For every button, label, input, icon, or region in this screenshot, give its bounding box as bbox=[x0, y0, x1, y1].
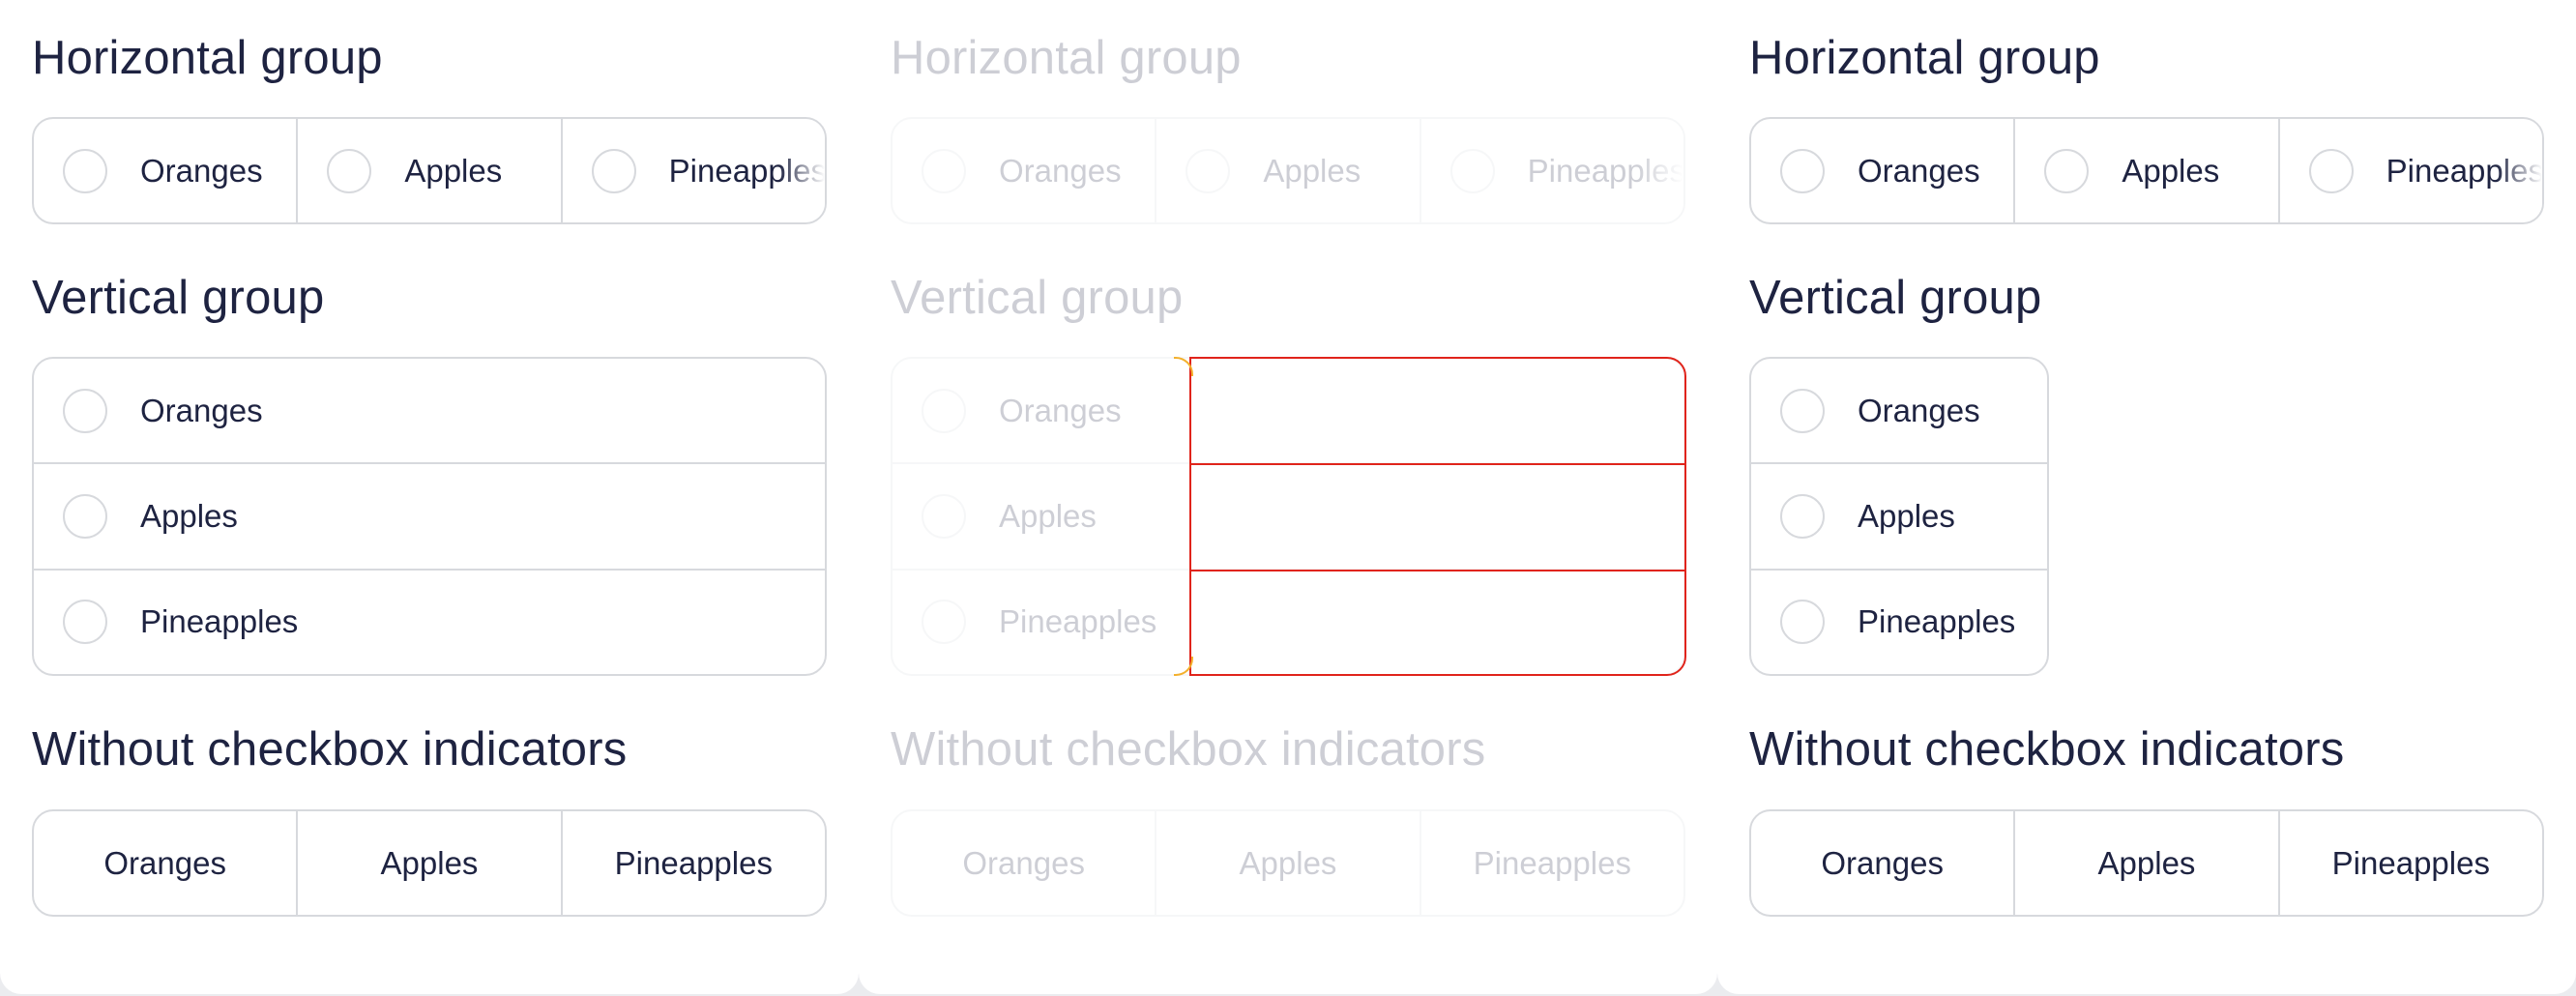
option-label: Apples bbox=[140, 497, 238, 534]
panel-default: Horizontal group Oranges Apples Pineappl… bbox=[0, 0, 859, 994]
radio-option-pineapples[interactable]: Pineapples bbox=[2277, 811, 2542, 915]
radio-circle-icon bbox=[63, 600, 107, 645]
without-indicators-heading: Without checkbox indicators bbox=[1749, 723, 2345, 776]
option-label: Apples bbox=[999, 497, 1097, 534]
radio-option-oranges[interactable]: Oranges bbox=[1751, 359, 2047, 462]
radio-circle-icon bbox=[1780, 493, 1825, 539]
option-label: Oranges bbox=[1858, 392, 1980, 428]
highlight-row-divider bbox=[1191, 463, 1684, 465]
radio-option-pineapples[interactable]: Pineapples bbox=[1751, 568, 2047, 674]
radio-option-oranges: Oranges bbox=[893, 359, 1683, 462]
radio-option-pineapples: Pineapples bbox=[1419, 811, 1683, 915]
radio-circle-icon bbox=[922, 600, 966, 645]
horizontal-group-heading: Horizontal group bbox=[891, 32, 1242, 84]
vertical-radio-group: Oranges Apples Pineapples bbox=[32, 357, 827, 676]
option-label: Oranges bbox=[999, 152, 1122, 189]
option-label: Pineapples bbox=[614, 844, 773, 881]
radio-option-pineapples: Pineapples bbox=[893, 568, 1683, 674]
vertical-group-heading: Vertical group bbox=[891, 272, 1184, 324]
option-label: Pineapples bbox=[2331, 844, 2490, 881]
option-label: Pineapples bbox=[1473, 844, 1631, 881]
text-fade bbox=[777, 119, 825, 222]
vertical-radio-group: Oranges Apples Pineapples bbox=[891, 357, 1685, 676]
vertical-radio-group: Oranges Apples Pineapples bbox=[1749, 357, 2049, 676]
option-label: Oranges bbox=[140, 152, 263, 189]
panel-compact: Horizontal group Oranges Apples Pineappl… bbox=[1717, 0, 2576, 994]
radio-option-apples[interactable]: Apples bbox=[34, 462, 825, 568]
option-label: Pineapples bbox=[999, 603, 1157, 640]
radio-circle-icon bbox=[1780, 148, 1825, 193]
without-indicators-heading: Without checkbox indicators bbox=[891, 723, 1486, 776]
radio-option-oranges[interactable]: Oranges bbox=[34, 119, 296, 222]
radio-option-oranges[interactable]: Oranges bbox=[34, 811, 296, 915]
radio-option-oranges: Oranges bbox=[893, 811, 1155, 915]
radio-option-pineapples[interactable]: Pineapples bbox=[560, 811, 825, 915]
radio-option-apples[interactable]: Apples bbox=[296, 119, 560, 222]
highlight-corner bbox=[1174, 357, 1193, 376]
radio-option-pineapples[interactable]: Pineapples bbox=[2277, 119, 2542, 222]
text-fade bbox=[1636, 119, 1683, 222]
no-indicator-radio-group: Oranges Apples Pineapples bbox=[891, 809, 1685, 917]
horizontal-radio-group: Oranges Apples Pineapples bbox=[1749, 117, 2544, 224]
radio-option-oranges[interactable]: Oranges bbox=[1751, 811, 2013, 915]
option-label: Apples bbox=[2097, 844, 2196, 881]
radio-option-apples: Apples bbox=[1155, 811, 1419, 915]
radio-circle-icon bbox=[63, 148, 107, 193]
option-label: Oranges bbox=[103, 844, 226, 881]
highlight-row-divider bbox=[1191, 570, 1684, 571]
highlight-corner bbox=[1174, 657, 1193, 676]
horizontal-radio-group: Oranges Apples Pineapples bbox=[32, 117, 827, 224]
option-label: Oranges bbox=[1821, 844, 1944, 881]
option-label: Pineapples bbox=[1527, 152, 1683, 189]
radio-circle-icon bbox=[1780, 600, 1825, 645]
text-fade bbox=[2495, 119, 2542, 222]
radio-circle-icon bbox=[2308, 148, 2354, 193]
radio-circle-icon bbox=[1449, 148, 1495, 193]
overflow-highlight-outline bbox=[1174, 357, 1686, 676]
radio-option-apples[interactable]: Apples bbox=[296, 811, 560, 915]
radio-circle-icon bbox=[2044, 148, 2090, 193]
radio-option-oranges[interactable]: Oranges bbox=[34, 359, 825, 462]
option-label: Apples bbox=[1858, 497, 1955, 534]
vertical-group-heading: Vertical group bbox=[1749, 272, 2042, 324]
radio-option-pineapples[interactable]: Pineapples bbox=[560, 119, 825, 222]
option-label: Oranges bbox=[999, 392, 1122, 428]
option-label: Pineapples bbox=[1858, 603, 2016, 640]
radio-option-apples[interactable]: Apples bbox=[2013, 811, 2277, 915]
vertical-group-heading: Vertical group bbox=[32, 272, 325, 324]
radio-circle-icon bbox=[1780, 388, 1825, 433]
radio-circle-icon bbox=[63, 493, 107, 539]
radio-option-pineapples: Pineapples bbox=[1419, 119, 1683, 222]
radio-circle-icon bbox=[922, 493, 966, 539]
radio-circle-icon bbox=[1186, 148, 1231, 193]
radio-circle-icon bbox=[591, 148, 636, 193]
horizontal-group-heading: Horizontal group bbox=[1749, 32, 2100, 84]
radio-option-oranges: Oranges bbox=[893, 119, 1155, 222]
radio-circle-icon bbox=[327, 148, 372, 193]
no-indicator-radio-group: Oranges Apples Pineapples bbox=[1749, 809, 2544, 917]
option-label: Apples bbox=[380, 844, 479, 881]
radio-circle-icon bbox=[922, 148, 966, 193]
without-indicators-heading: Without checkbox indicators bbox=[32, 723, 628, 776]
option-label: Oranges bbox=[140, 392, 263, 428]
option-label: Apples bbox=[1263, 152, 1361, 189]
radio-circle-icon bbox=[63, 388, 107, 433]
option-label: Apples bbox=[2122, 152, 2220, 189]
option-label: Apples bbox=[1239, 844, 1337, 881]
panel-disabled: Horizontal group Oranges Apples Pineappl… bbox=[859, 0, 1717, 994]
radio-option-apples[interactable]: Apples bbox=[2013, 119, 2277, 222]
no-indicator-radio-group: Oranges Apples Pineapples bbox=[32, 809, 827, 917]
horizontal-group-heading: Horizontal group bbox=[32, 32, 383, 84]
radio-option-apples[interactable]: Apples bbox=[1751, 462, 2047, 568]
radio-option-pineapples[interactable]: Pineapples bbox=[34, 568, 825, 674]
option-label: Oranges bbox=[1858, 152, 1980, 189]
horizontal-radio-group: Oranges Apples Pineapples bbox=[891, 117, 1685, 224]
radio-option-apples: Apples bbox=[1155, 119, 1419, 222]
option-label: Apples bbox=[404, 152, 503, 189]
option-label: Oranges bbox=[962, 844, 1085, 881]
radio-circle-icon bbox=[922, 388, 966, 433]
radio-option-oranges[interactable]: Oranges bbox=[1751, 119, 2013, 222]
option-label: Pineapples bbox=[140, 603, 299, 640]
